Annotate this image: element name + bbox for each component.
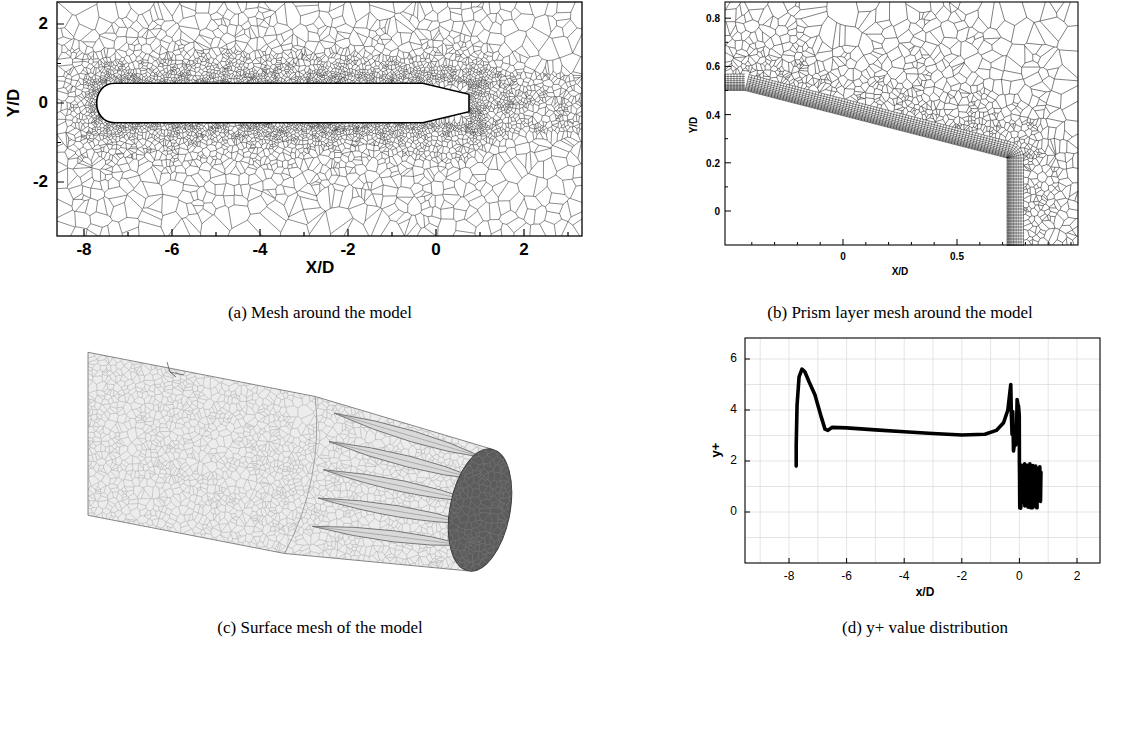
model-surface bbox=[88, 352, 492, 571]
tick-label: 2 bbox=[519, 241, 528, 260]
tick-label: -6 bbox=[841, 570, 852, 583]
caption: (a) Mesh around the model bbox=[228, 304, 412, 323]
grid-lines bbox=[745, 338, 1100, 563]
tick-label: -2 bbox=[340, 241, 355, 260]
tick-label: 0.6 bbox=[706, 61, 720, 72]
tick-label: 0.2 bbox=[706, 157, 720, 168]
tick-label: 0 bbox=[714, 206, 720, 217]
axis-triad bbox=[167, 362, 184, 377]
mesh-cells bbox=[57, 2, 582, 236]
plot-frame bbox=[725, 2, 1078, 245]
axis-title: Y/D bbox=[5, 89, 24, 117]
tick-label: 0.5 bbox=[950, 251, 964, 262]
prism-band-ground bbox=[725, 74, 1024, 246]
axis-title: y+ bbox=[709, 443, 723, 458]
yplus-curve bbox=[796, 369, 1041, 508]
axis-ticks bbox=[745, 359, 1077, 563]
tick-label: -6 bbox=[164, 241, 179, 260]
prism-layers bbox=[725, 74, 1024, 246]
axis-title: x/D bbox=[916, 586, 935, 599]
axis-title: Y/D bbox=[688, 117, 699, 134]
tick-label: 0.8 bbox=[706, 13, 720, 24]
model-outline bbox=[88, 352, 492, 571]
tick-label: -4 bbox=[252, 241, 267, 260]
junction-line bbox=[285, 397, 317, 554]
tick-label: 0 bbox=[730, 505, 737, 518]
axis-ticks bbox=[725, 18, 1071, 245]
surface-mesh bbox=[80, 340, 545, 590]
tick-label: -8 bbox=[76, 241, 91, 260]
groove-ridge bbox=[312, 526, 467, 545]
tick-label: 0.4 bbox=[706, 109, 720, 120]
mesh-panel-b bbox=[724, 2, 1078, 246]
plot-frame bbox=[745, 338, 1100, 563]
surface-mesh-panel-c bbox=[80, 340, 545, 590]
tick-label: 2 bbox=[39, 15, 48, 34]
axis-title: X/D bbox=[892, 266, 909, 277]
tick-label: 4 bbox=[730, 403, 737, 416]
groove-facet bbox=[312, 526, 467, 545]
tick-label: 6 bbox=[730, 352, 737, 365]
tick-label: 0 bbox=[431, 241, 440, 260]
caption: (c) Surface mesh of the model bbox=[217, 619, 422, 638]
mesh-cells bbox=[725, 2, 1078, 245]
tick-label: 2 bbox=[730, 454, 737, 467]
tick-label: -2 bbox=[33, 173, 48, 192]
caption: (b) Prism layer mesh around the model bbox=[767, 304, 1032, 323]
base-mesh bbox=[80, 340, 545, 590]
tick-label: -2 bbox=[956, 570, 967, 583]
tick-label: 0 bbox=[1016, 570, 1023, 583]
tick-label: 0 bbox=[840, 251, 846, 262]
model-body bbox=[97, 83, 469, 123]
yplus-chart-panel-d bbox=[745, 338, 1100, 563]
axis-title: X/D bbox=[306, 259, 334, 278]
axis-ticks bbox=[57, 24, 568, 236]
plot-frame bbox=[57, 2, 582, 236]
tick-label: -4 bbox=[899, 570, 910, 583]
tick-label: 0 bbox=[39, 94, 48, 113]
mesh-panel-a bbox=[57, 2, 582, 236]
tick-label: 2 bbox=[1074, 570, 1081, 583]
tick-label: -8 bbox=[784, 570, 795, 583]
caption: (d) y+ value distribution bbox=[842, 619, 1008, 638]
